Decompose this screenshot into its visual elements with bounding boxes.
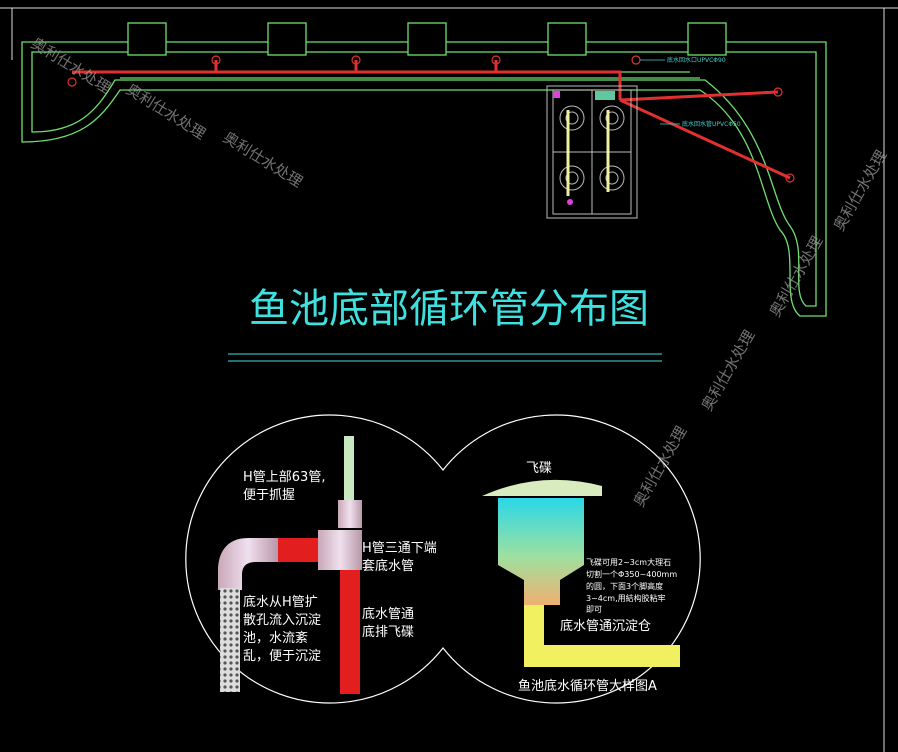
svg-text:底水从H管扩散孔流入沉淀池，水流紊乱，便于沉淀: 底水从H管扩散孔流入沉淀池，水流紊乱，便于沉淀 [243, 594, 321, 664]
svg-text:奥利仕水处理: 奥利仕水处理 [220, 128, 306, 191]
svg-text:奥利仕水处理: 奥利仕水处理 [766, 233, 827, 320]
filter-tank [546, 85, 638, 219]
inlet-markers [67, 55, 795, 183]
h-pipe-top [344, 436, 354, 506]
svg-text:飞碟: 飞碟 [526, 461, 552, 476]
pool-outline [21, 41, 827, 317]
detail-circles [185, 414, 701, 704]
svg-text:奥利仕水处理: 奥利仕水处理 [630, 423, 691, 510]
svg-text:奥利仕水处理: 奥利仕水处理 [28, 34, 114, 97]
svg-text:奥利仕水处理: 奥利仕水处理 [830, 147, 891, 234]
skimmer-boxes [127, 22, 727, 56]
svg-text:底水管通底排飞碟: 底水管通底排飞碟 [362, 606, 414, 640]
saucer [482, 479, 602, 496]
left-detail: H管上部63管,便于抓握 H管三通下端套底水管 底水从H管扩散孔流入沉淀池，水流… [218, 436, 437, 694]
svg-text:H管上部63管,便于抓握: H管上部63管,便于抓握 [243, 470, 325, 503]
label-return-pipe: 底水回水管UPVCΦ50 [682, 120, 741, 128]
svg-text:鱼池底水循环管大样图A: 鱼池底水循环管大样图A [518, 678, 657, 694]
pipe-network [72, 60, 791, 180]
watermarks: 奥利仕水处理 奥利仕水处理 奥利仕水处理 奥利仕水处理 奥利仕水处理 奥利仕水处… [28, 34, 891, 510]
svg-text:奥利仕水处理: 奥利仕水处理 [698, 327, 759, 414]
svg-text:H管三通下端套底水管: H管三通下端套底水管 [362, 541, 437, 574]
settling-cup [498, 498, 584, 605]
svg-text:底水管通沉淀仓: 底水管通沉淀仓 [560, 618, 651, 634]
bottom-drain-pipe [340, 570, 360, 694]
page-title: 鱼池底部循环管分布图 [249, 286, 649, 332]
tank-pipe [524, 605, 680, 667]
diffuser-pipe [220, 588, 240, 692]
label-inlet: 底水回水口UPVCΦ90 [667, 56, 726, 64]
